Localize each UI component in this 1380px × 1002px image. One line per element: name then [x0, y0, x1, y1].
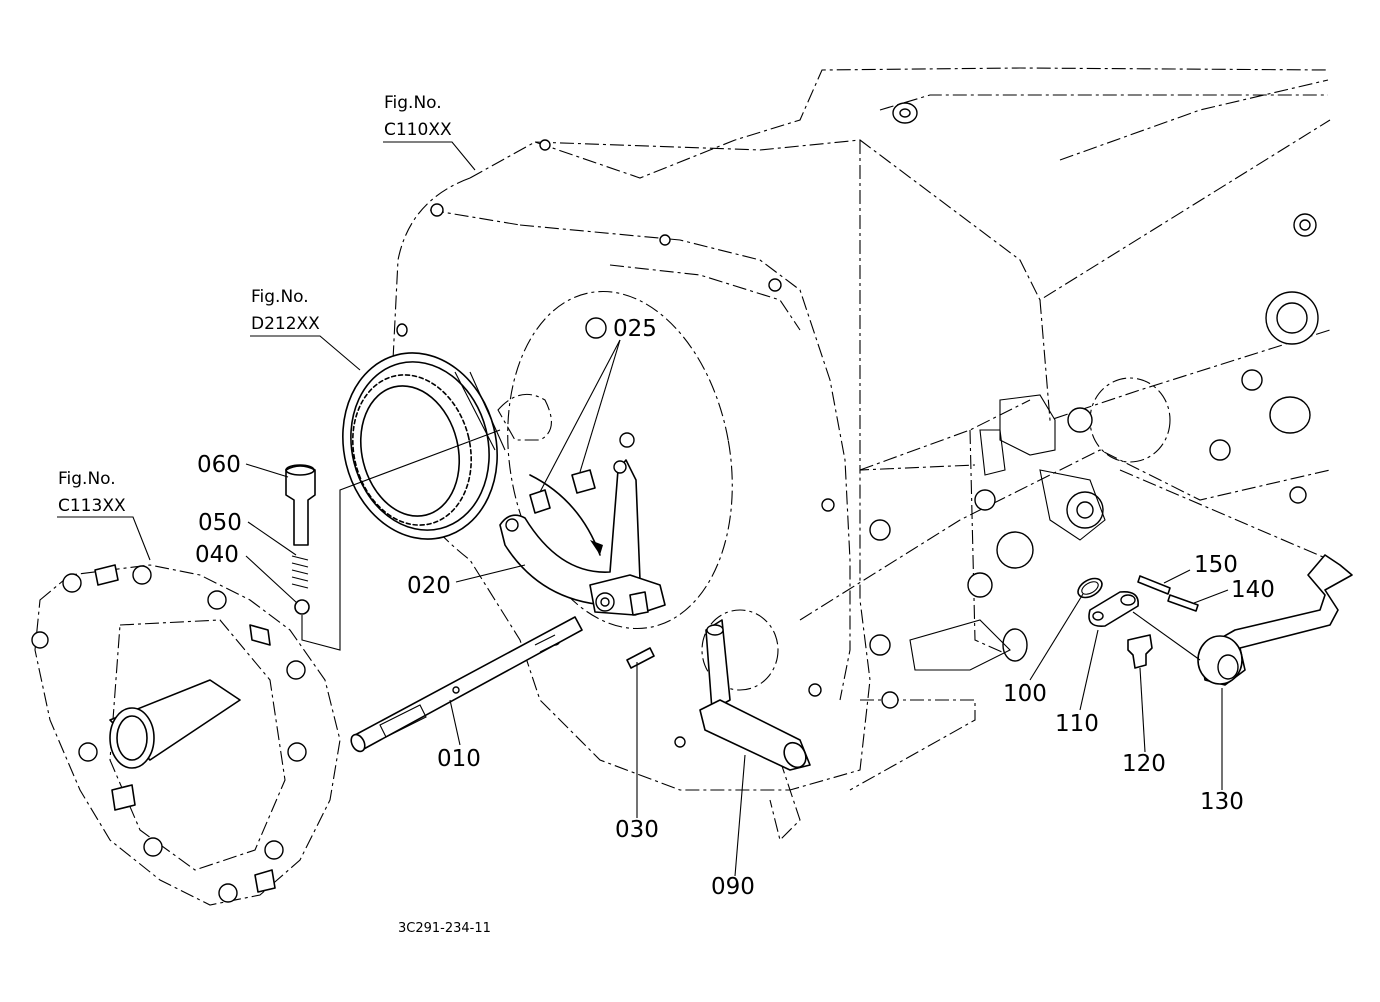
part-label-060: 060 [197, 452, 241, 478]
leader-lines [57, 141, 1229, 877]
part-label-020: 020 [407, 573, 451, 599]
front-cover [31, 564, 341, 906]
fig-ref-c113-line2: C113XX [58, 496, 126, 516]
part-label-100: 100 [1003, 681, 1047, 707]
transmission-housing [389, 67, 1331, 842]
fig-ref-c110-line2: C110XX [384, 120, 452, 140]
pins [1137, 575, 1199, 612]
plate [1088, 590, 1139, 627]
fig-ref-d212-line1: Fig.No. [251, 287, 309, 307]
part-label-140: 140 [1231, 577, 1275, 603]
part-label-050: 050 [198, 510, 242, 536]
part-label-130: 130 [1200, 789, 1244, 815]
spring-pin [626, 647, 655, 669]
detent-assembly [285, 464, 316, 615]
part-label-120: 120 [1122, 751, 1166, 777]
part-label-040: 040 [195, 542, 239, 568]
drawing-code: 3C291-234-11 [398, 921, 491, 936]
shift-lever [1197, 554, 1353, 686]
fig-ref-d212-line2: D212XX [251, 314, 320, 334]
part-label-030: 030 [615, 817, 659, 843]
o-ring [1077, 577, 1103, 599]
fig-ref-c113-line1: Fig.No. [58, 469, 116, 489]
fig-ref-c110-line1: Fig.No. [384, 93, 442, 113]
part-label-110: 110 [1055, 711, 1099, 737]
shifter-shaft [350, 616, 583, 753]
shift-ring-gear [342, 352, 506, 540]
shift-fork [499, 459, 666, 616]
part-label-025: 025 [613, 316, 657, 342]
shift-arm [699, 619, 811, 771]
part-label-010: 010 [437, 746, 481, 772]
part-label-090: 090 [711, 874, 755, 900]
part-label-150: 150 [1194, 552, 1238, 578]
bolt [1127, 634, 1153, 669]
